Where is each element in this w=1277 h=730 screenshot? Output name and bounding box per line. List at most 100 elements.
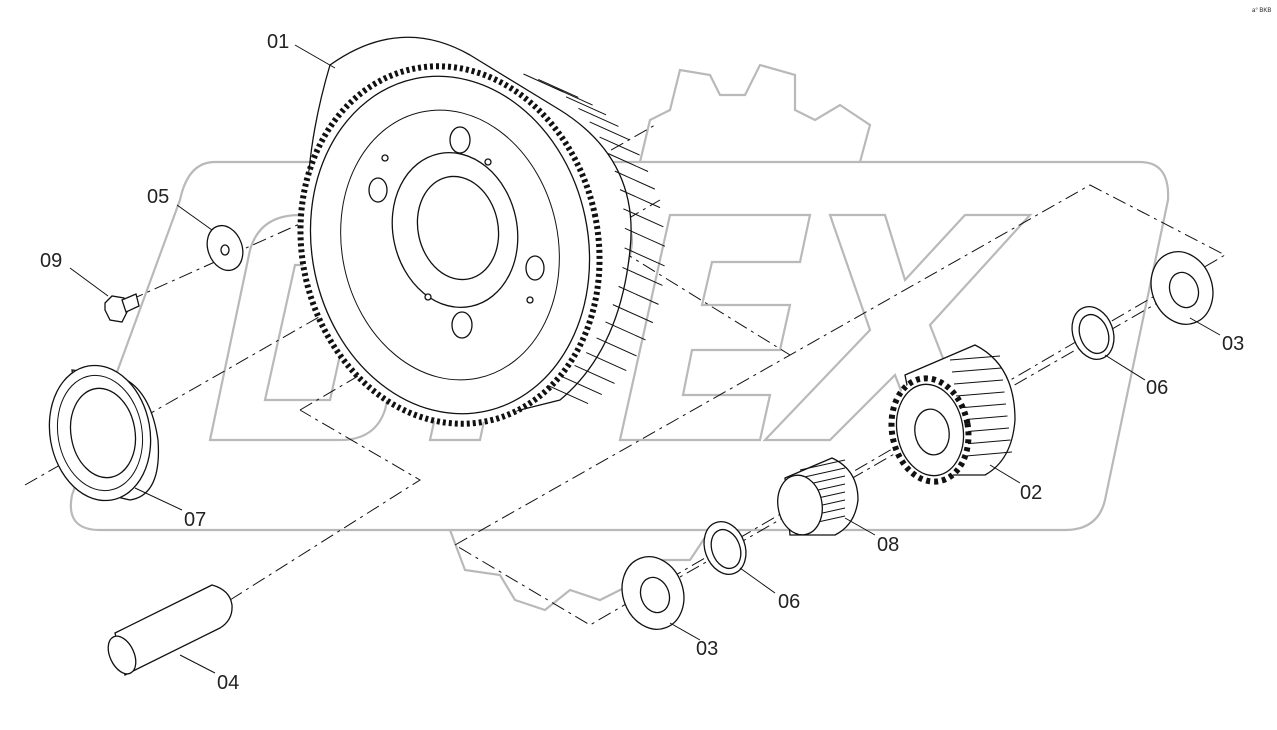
watermark-gear-bottom [448, 529, 711, 612]
leader-09 [69, 267, 109, 297]
large-gear-side-tooth [607, 153, 649, 172]
leader-03-bottom [669, 622, 701, 641]
corner-mark: a° BKB [1252, 8, 1271, 14]
large-gear-side-tooth [599, 136, 640, 156]
leader-07 [134, 487, 183, 511]
callout-03-bottom: 03 [696, 638, 718, 660]
ring-bottom-hole [710, 528, 742, 570]
large-gear-side-tooth [596, 337, 637, 357]
washer-bottom-hole [639, 576, 671, 614]
axis-frame [454, 184, 1227, 626]
small-washer-hole [220, 244, 230, 256]
large-gear-side-tooth [614, 170, 656, 190]
large-gear-side-tooth [538, 78, 579, 98]
needle-bearing [777, 457, 859, 536]
pin-end [107, 635, 137, 675]
large-gear-bolt-1 [381, 154, 389, 162]
large-gear-hole-1 [449, 126, 471, 154]
large-gear-hole-2 [368, 177, 388, 203]
leader-02 [989, 464, 1021, 484]
pin [107, 584, 233, 676]
large-gear-side-tooth [618, 285, 659, 305]
small-gear-side-tooth [957, 403, 1007, 409]
bolt [104, 293, 140, 323]
needle-bearing-end [777, 474, 823, 536]
needle-roller [799, 467, 846, 479]
large-gear-bore [416, 175, 500, 281]
large-gear [297, 36, 666, 427]
large-gear-side-tooth [612, 304, 654, 324]
small-gear-side-tooth [951, 367, 1002, 373]
washer-bottom [621, 556, 685, 630]
leader-05 [176, 204, 213, 231]
leader-08 [844, 517, 876, 536]
large-gear-side-tooth [565, 96, 607, 116]
callout-04: 04 [217, 672, 239, 694]
small-gear-bore [914, 408, 950, 456]
large-gear-side-tooth [623, 208, 664, 228]
needle-roller [799, 459, 846, 471]
leader-06-bottom [739, 567, 776, 594]
large-gear-web-ring [340, 109, 560, 381]
callout-06-bottom: 06 [778, 591, 800, 613]
small-gear-side-tooth [963, 439, 1011, 445]
large-gear-bolt-4 [526, 296, 534, 304]
large-gear-side-tooth [624, 227, 666, 247]
callout-08: 08 [877, 534, 899, 556]
bearing-race [56, 374, 144, 492]
large-gear-bolt-2 [484, 158, 492, 166]
small-gear-side-tooth [955, 391, 1005, 397]
callout-07: 07 [184, 509, 206, 531]
large-gear-hole-3 [525, 255, 545, 281]
pin-body [114, 584, 233, 676]
callout-labels: 01 02 03 03 04 05 06 06 07 08 09 [40, 31, 1244, 694]
callout-09: 09 [40, 250, 62, 272]
large-gear-side-teeth [523, 73, 666, 405]
ring-right-hole [1078, 313, 1110, 355]
ball-bearing [48, 364, 160, 502]
large-gear-side-tooth [586, 352, 627, 371]
watermark-letter-x [762, 213, 1033, 442]
large-gear-bolt-3 [424, 293, 432, 301]
large-gear-side-tooth [578, 108, 619, 127]
washer-right [1150, 251, 1214, 325]
large-gear-side-tooth [574, 365, 615, 384]
ring-right [1071, 306, 1115, 360]
leader-06-right [1104, 354, 1146, 381]
watermark-gear-top [638, 63, 872, 163]
callout-05: 05 [147, 186, 169, 208]
callout-02: 02 [1020, 482, 1042, 504]
watermark-letter-e [618, 213, 812, 442]
callout-06-right: 06 [1146, 377, 1168, 399]
callout-01: 01 [267, 31, 289, 53]
large-gear-side-tooth [561, 376, 603, 395]
leader-04 [179, 654, 216, 674]
small-gear-side-tooth [949, 355, 1001, 361]
watermark [69, 63, 1170, 612]
watermark-frame [69, 160, 1170, 532]
large-gear-side-tooth [547, 385, 589, 405]
small-gear-side-tooth [953, 379, 1004, 385]
leader-lines [69, 44, 1221, 674]
axis-gear-right [619, 249, 791, 356]
large-gear-side-tooth [589, 121, 630, 141]
large-gear-side-tooth [619, 189, 661, 209]
small-gear [888, 344, 1016, 485]
large-gear-side-tooth [605, 321, 646, 341]
large-gear-side-tooth [624, 247, 665, 267]
bolt-shank [121, 293, 140, 313]
callout-03-right: 03 [1222, 333, 1244, 355]
ring-bottom [703, 521, 747, 575]
large-gear-side-tooth [622, 266, 663, 286]
leader-01 [294, 44, 336, 69]
small-washer [206, 224, 244, 272]
axis-pin [229, 409, 421, 601]
leader-03-right [1189, 317, 1221, 336]
small-gear-side-tooth [965, 451, 1013, 457]
washer-right-hole [1168, 271, 1200, 309]
large-gear-side-tooth [552, 86, 593, 106]
bearing-inner-ring [69, 387, 137, 479]
large-gear-hole-4 [451, 311, 473, 339]
